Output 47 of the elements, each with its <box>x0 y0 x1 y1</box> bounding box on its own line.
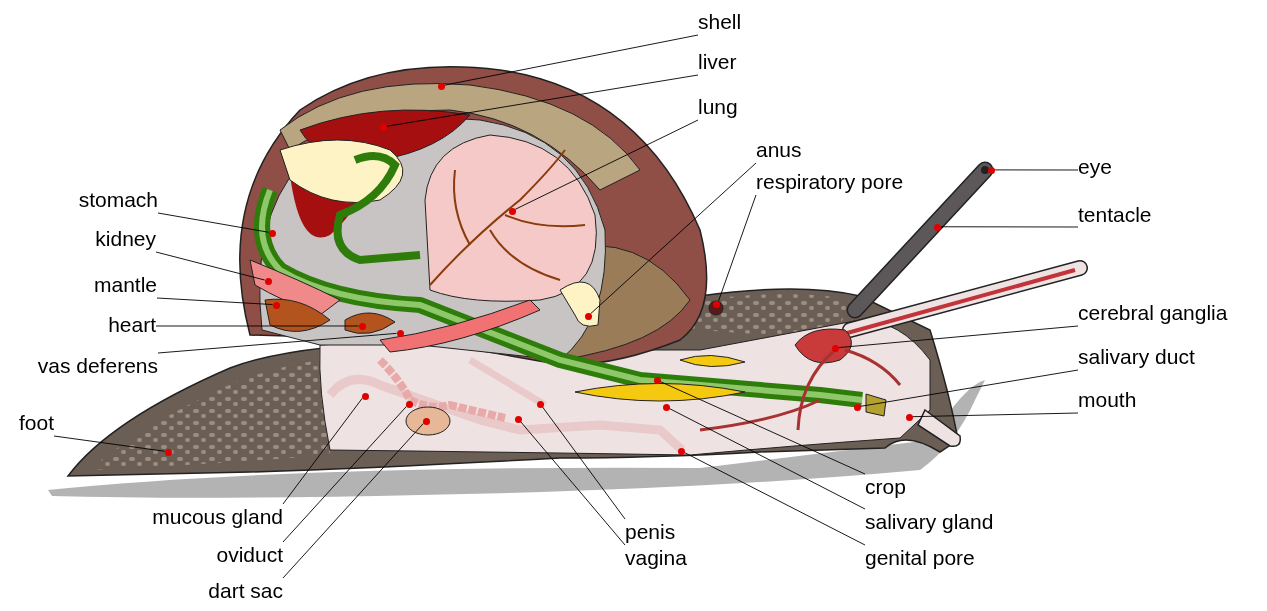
leader-line <box>282 422 424 579</box>
part-label: genital pore <box>865 545 975 571</box>
part-label: salivary duct <box>1078 344 1195 370</box>
part-label: salivary gland <box>865 509 994 535</box>
part-label: kidney <box>95 226 156 252</box>
leader-line <box>912 412 1079 418</box>
leader-line <box>155 251 266 281</box>
leader-line <box>520 421 626 546</box>
leader-line <box>717 194 757 302</box>
part-label: mantle <box>93 272 157 298</box>
leader-line <box>155 325 359 327</box>
part-label: shell <box>698 9 742 35</box>
part-label: foot <box>18 410 54 436</box>
part-label: vagina <box>625 545 687 571</box>
leader-line <box>386 74 699 127</box>
part-label: crop <box>865 474 906 500</box>
part-label: heart <box>108 312 156 338</box>
leader-line <box>590 162 757 315</box>
leader-line <box>157 212 270 233</box>
part-label: oviduct <box>216 542 283 568</box>
leader-line <box>282 405 407 543</box>
part-label: vas deferens <box>37 353 158 379</box>
leader-line <box>659 381 866 475</box>
leader-line <box>860 369 1079 407</box>
leader-line <box>443 34 699 86</box>
part-label: mouth <box>1078 387 1137 413</box>
part-label: liver <box>698 49 737 75</box>
part-label: anus <box>756 137 802 163</box>
part-label: mucous gland <box>152 504 283 530</box>
leader-line <box>994 169 1079 171</box>
leader-line <box>514 119 699 210</box>
leader-line <box>541 406 626 520</box>
leader-line <box>156 297 273 305</box>
leader-line <box>838 325 1079 349</box>
part-label: stomach <box>78 187 158 213</box>
leader-line <box>683 452 866 546</box>
part-label: respiratory pore <box>756 169 904 195</box>
part-label: cerebral ganglia <box>1078 300 1228 326</box>
leader-line <box>940 226 1079 228</box>
leader-line <box>53 435 166 452</box>
leader-line <box>282 397 363 505</box>
part-label: tentacle <box>1078 202 1152 228</box>
part-label: penis <box>625 519 676 545</box>
part-label: eye <box>1078 154 1112 180</box>
part-label: lung <box>698 94 738 120</box>
part-label: dart sac <box>208 578 283 604</box>
leader-line <box>668 407 866 510</box>
